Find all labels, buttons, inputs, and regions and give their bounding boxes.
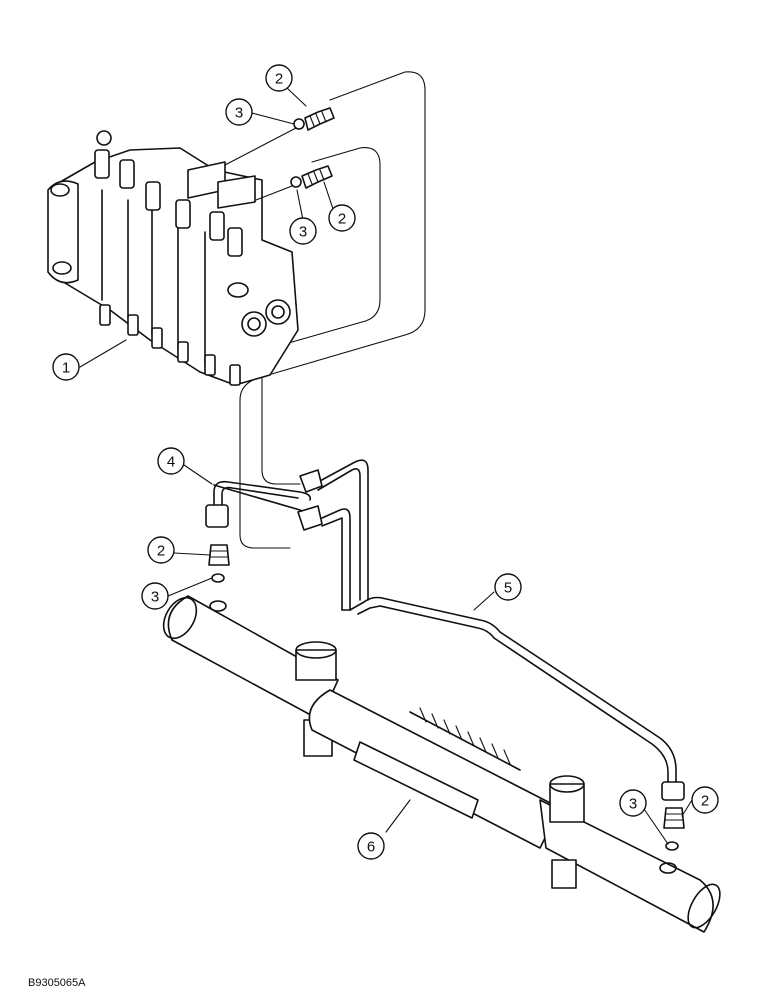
- callout-2-upper-a: 2: [265, 64, 293, 92]
- svg-text:2: 2: [701, 793, 709, 810]
- svg-text:3: 3: [299, 224, 307, 241]
- svg-text:1: 1: [62, 360, 70, 377]
- leader-lines: [79, 87, 693, 845]
- callout-2-upper-b: 2: [328, 204, 356, 232]
- callout-4: 4: [157, 447, 185, 475]
- svg-text:4: 4: [167, 454, 175, 471]
- svg-text:6: 6: [367, 839, 375, 856]
- steel-tubes: [205, 459, 369, 611]
- callout-2-lower-right: 2: [691, 786, 719, 814]
- callout-3-lower-left: 3: [141, 582, 169, 610]
- callout-3-upper-b: 3: [289, 217, 317, 245]
- svg-text:2: 2: [275, 71, 283, 88]
- callout-2-lower-left: 2: [147, 536, 175, 564]
- steel-tube-long: [349, 596, 685, 801]
- svg-text:5: 5: [504, 580, 512, 597]
- upper-fitting-a: [224, 107, 335, 166]
- svg-text:3: 3: [629, 796, 637, 813]
- callout-3-lower-right: 3: [619, 789, 647, 817]
- callout-3-upper-a: 3: [225, 98, 253, 126]
- svg-text:2: 2: [157, 543, 165, 560]
- control-valve-bank: [47, 130, 299, 386]
- lower-fitting-left: [208, 544, 230, 583]
- svg-text:3: 3: [235, 105, 243, 122]
- lower-fitting-right: [663, 807, 685, 851]
- svg-text:2: 2: [338, 211, 346, 228]
- callout-5: 5: [494, 573, 522, 601]
- steering-cylinder: [162, 595, 721, 933]
- callout-1: 1: [52, 353, 80, 381]
- callout-6: 6: [357, 832, 385, 860]
- hose-loop-upper: [239, 71, 426, 549]
- figure-id: B9305065A: [28, 977, 86, 989]
- svg-text:3: 3: [151, 589, 159, 606]
- upper-fitting-b: [255, 165, 333, 201]
